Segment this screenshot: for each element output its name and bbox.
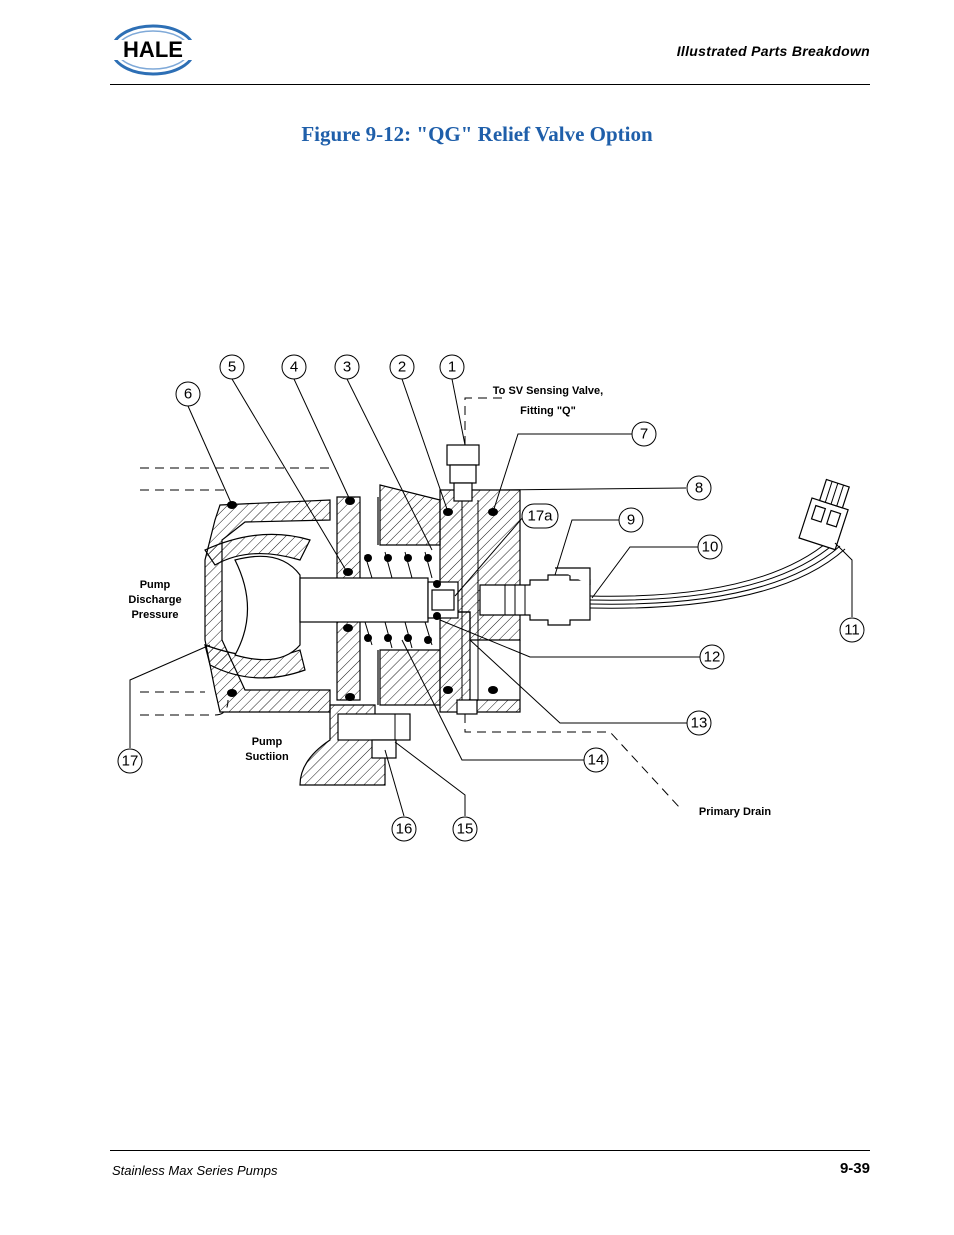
- callout-2: 2: [389, 354, 415, 380]
- drain-plug: [456, 699, 478, 715]
- svg-text:12: 12: [704, 649, 721, 666]
- discharge-casing: [204, 499, 331, 713]
- footer-divider: [110, 1150, 870, 1151]
- svg-text:13: 13: [691, 715, 708, 732]
- logo-text: HALE: [123, 37, 183, 62]
- callout-15: 15: [452, 816, 478, 842]
- solenoid-valve: [479, 574, 591, 626]
- bolt-head: [337, 713, 411, 741]
- sensing-label-line2: Fitting "Q": [520, 405, 576, 417]
- svg-text:17: 17: [122, 753, 139, 770]
- suction-label-line1: Pump: [252, 736, 283, 748]
- svg-text:4: 4: [290, 359, 298, 376]
- callout-11: 11: [839, 617, 865, 643]
- callout-12: 12: [699, 644, 725, 670]
- callout-17a: 17a: [521, 503, 559, 529]
- svg-text:10: 10: [702, 539, 719, 556]
- svg-text:14: 14: [588, 752, 605, 769]
- callout-10: 10: [697, 534, 723, 560]
- callout-5: 5: [219, 354, 245, 380]
- discharge-label-line2: Discharge: [128, 594, 181, 606]
- connector: [798, 478, 850, 551]
- suction-label-line2: Suctiion: [245, 751, 289, 763]
- svg-text:6: 6: [184, 386, 192, 403]
- callout-4: 4: [281, 354, 307, 380]
- callout-1: 1: [439, 354, 465, 380]
- drain-label: Primary Drain: [699, 806, 771, 818]
- impeller-eye: [204, 533, 311, 566]
- figure-title: Figure 9-12: "QG" Relief Valve Option: [301, 122, 653, 146]
- discharge-label-line3: Pressure: [131, 609, 178, 621]
- callout-17: 17: [117, 748, 143, 774]
- fitting-q: [446, 444, 480, 466]
- callout-8: 8: [686, 475, 712, 501]
- footer-page-number: 9-39: [839, 1160, 870, 1177]
- callout-6: 6: [175, 381, 201, 407]
- svg-text:15: 15: [457, 821, 474, 838]
- callout-7: 7: [631, 421, 657, 447]
- svg-text:3: 3: [343, 359, 351, 376]
- svg-text:1: 1: [448, 359, 456, 376]
- callout-13: 13: [686, 710, 712, 736]
- piston-shaft: [299, 577, 429, 623]
- callout-3: 3: [334, 354, 360, 380]
- sensing-label-line1: To SV Sensing Valve,: [493, 385, 603, 397]
- svg-text:5: 5: [228, 359, 236, 376]
- discharge-label-line1: Pump: [140, 579, 171, 591]
- svg-text:7: 7: [640, 426, 648, 443]
- callout-16: 16: [391, 816, 417, 842]
- footer-manual-title: Stainless Max Series Pumps: [112, 1163, 278, 1178]
- callout-14: 14: [583, 747, 609, 773]
- header-title: Illustrated Parts Breakdown: [676, 43, 870, 59]
- svg-text:8: 8: [695, 480, 703, 497]
- header-divider: [110, 84, 870, 85]
- svg-text:9: 9: [627, 512, 635, 529]
- callout-9: 9: [618, 507, 644, 533]
- hale-logo: HALE: [110, 24, 196, 76]
- svg-text:17a: 17a: [527, 508, 553, 525]
- svg-text:16: 16: [396, 821, 413, 838]
- svg-text:11: 11: [844, 622, 860, 639]
- svg-text:2: 2: [398, 359, 406, 376]
